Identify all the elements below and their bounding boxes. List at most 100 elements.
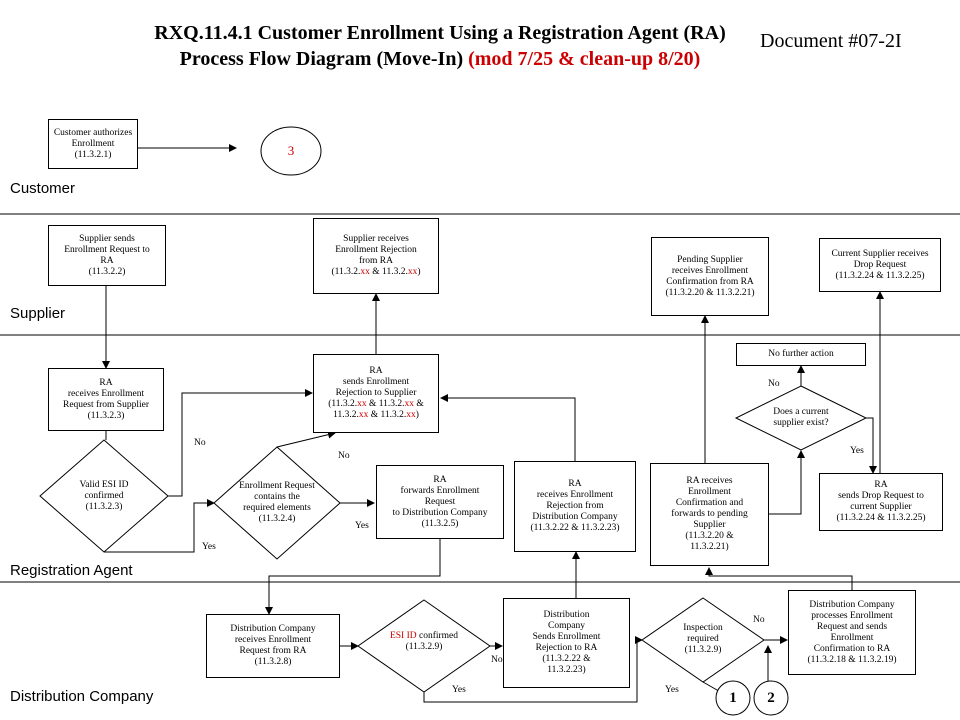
decision-esi-confirmed: ESI ID confirmed (11.3.2.9) [379, 627, 469, 657]
box-text: Enrollment [71, 138, 115, 149]
ref-part-red: xx [357, 399, 367, 409]
box-pending-supplier: Pending Supplier receives Enrollment Con… [651, 237, 769, 316]
arrow-valid-yes [104, 499, 215, 553]
box-dc-processes: Distribution Company processes Enrollmen… [788, 590, 916, 675]
box-text: forwards to pending [671, 509, 748, 519]
decision-text: (11.3.2.3) [85, 501, 123, 512]
edge-label-yes-valid: Yes [202, 542, 216, 552]
box-ref-line: (11.3.2.xx & 11.3.2.xx & [328, 399, 424, 410]
connector-3-shape [260, 126, 322, 176]
title-mod: (mod 7/25 & clean-up 8/20) [468, 48, 701, 70]
box-text: to Distribution Company [392, 507, 488, 518]
box-text: Rejection to RA [535, 643, 598, 653]
ref-part: (11.3.2. [328, 399, 358, 409]
box-text: (11.3.2.5) [421, 518, 459, 529]
box-text: Request from RA [239, 646, 307, 656]
ref-part: ) [415, 410, 419, 420]
ref-part-red: xx [358, 410, 369, 420]
box-text: 11.3.2.21) [690, 542, 729, 552]
edge-label-yes-elements: Yes [355, 521, 369, 531]
box-text: RA [874, 480, 888, 490]
box-text: Current Supplier receives [831, 248, 929, 259]
box-dc-sends-rejection: Distribution Company Sends Enrollment Re… [503, 598, 630, 688]
box-text: (11.3.2.22 & 11.3.2.23) [530, 523, 620, 533]
decision-text: (11.3.2.4) [258, 514, 296, 524]
box-text: receives Enrollment [671, 265, 749, 276]
connector-3: 3 [287, 143, 295, 158]
ref-part: & [414, 399, 424, 409]
document-number: Document #07-2I [760, 30, 902, 52]
box-text: Distribution Company [532, 512, 618, 522]
box-text: (11.3.2.24 & 11.3.2.25) [835, 270, 925, 281]
box-text: Customer authorizes [53, 127, 133, 138]
box-text: RA [369, 366, 383, 376]
decision-valid-esi: Valid ESI ID confirmed (11.3.2.3) [60, 470, 148, 522]
box-text: Rejection to Supplier [335, 388, 417, 398]
box-ref-line: (11.3.2.xx & 11.3.2.xx) [331, 267, 420, 278]
box-text: sends Enrollment [342, 377, 410, 387]
box-text: RA [100, 255, 114, 266]
box-text: 11.3.2.23) [547, 665, 586, 675]
box-dc-receives-request: Distribution Company receives Enrollment… [206, 614, 340, 678]
ref-part: (11.3.2. [331, 267, 361, 277]
page-title: RXQ.11.4.1 Customer Enrollment Using a R… [120, 20, 760, 72]
box-text: Confirmation from RA [666, 276, 754, 287]
lane-label-registration-agent: Registration Agent [10, 562, 133, 579]
box-ra-sends-drop: RA sends Drop Request to current Supplie… [819, 473, 943, 531]
box-text: receives Enrollment [67, 388, 145, 399]
box-text: current Supplier [850, 502, 912, 512]
decision-text: required [687, 633, 719, 644]
ref-part: & 11.3.2. [369, 267, 408, 277]
box-text: from RA [358, 256, 394, 266]
box-text: (11.3.2.20 & 11.3.2.21) [665, 287, 755, 298]
box-text: (11.3.2.2) [88, 266, 126, 277]
box-text: Request [424, 496, 456, 507]
box-text: Confirmation to RA [813, 643, 891, 654]
decision-enrollment-contains-shape [213, 446, 341, 560]
lane-label-customer: Customer [10, 180, 76, 197]
connector-2-shape [753, 680, 789, 716]
box-text: Drop Request [853, 259, 907, 270]
box-text: RA receives [686, 476, 733, 486]
ref-part: & 11.3.2. [366, 399, 405, 409]
decision-text: confirmed [416, 631, 459, 641]
arrow-exist-yes [866, 417, 877, 474]
arrow-elements-no [276, 430, 336, 448]
title-main: RXQ.11.4.1 Customer Enrollment Using a R… [154, 22, 726, 70]
arrow-esi-yes [423, 636, 643, 703]
box-text: Request from Supplier [62, 399, 149, 410]
edge-label-yes-inspection: Yes [665, 685, 679, 695]
edge-label-yes-esi: Yes [452, 685, 466, 695]
decision-text: supplier exist? [773, 418, 829, 428]
box-ra-forwards: RA forwards Enrollment Request to Distri… [376, 465, 504, 539]
arrow-dc-rejection-to-ra [440, 394, 576, 461]
edge-label-no-elements: No [338, 451, 350, 461]
box-text: receives Enrollment [234, 635, 312, 645]
box-text: Sends Enrollment [532, 632, 601, 642]
edge-label-no-esi: No [491, 655, 503, 665]
box-text: forwards Enrollment [400, 485, 480, 496]
edge-label-yes-exist: Yes [850, 446, 864, 456]
box-ra-receives-rejection-dc: RA receives Enrollment Rejection from Di… [514, 461, 636, 552]
box-text: RA [568, 479, 582, 489]
ref-part: & 11.3.2. [368, 410, 407, 420]
box-text: Request and sends [816, 621, 888, 632]
arrow-to-exist-decision [769, 450, 805, 515]
box-text: No further action [768, 349, 834, 359]
ref-part: ) [417, 267, 421, 277]
box-text: Enrollment [830, 632, 874, 643]
decision-enrollment-contains: Enrollment Request contains the required… [232, 478, 322, 528]
connector-1: 1 [729, 689, 737, 706]
box-text: Company [548, 621, 585, 631]
decision-text: (11.3.2.9) [684, 644, 722, 655]
box-ref-line: 11.3.2.xx & 11.3.2.xx) [328, 410, 424, 421]
decision-inspection-required: Inspection required (11.3.2.9) [663, 619, 743, 659]
arrow-valid-no [168, 389, 313, 497]
ref-part: 11.3.2. [333, 410, 359, 420]
box-text: receives Enrollment [536, 490, 614, 500]
box-text: Enrollment Rejection [335, 245, 417, 255]
box-text: (11.3.2.24 & 11.3.2.25) [836, 513, 926, 523]
ref-part-red: xx [404, 399, 415, 409]
decision-text: Inspection [683, 622, 723, 633]
